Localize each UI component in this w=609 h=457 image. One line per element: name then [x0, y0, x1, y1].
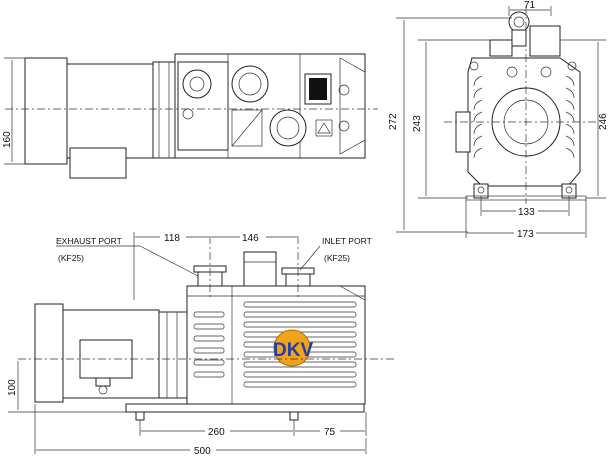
- dim-front-100: 100: [7, 361, 126, 413]
- dim-side-133: 133: [480, 196, 570, 218]
- dim-100-label: 100: [7, 379, 18, 396]
- front-oil-cap: [243, 251, 277, 287]
- dim-118-label: 118: [164, 233, 180, 244]
- inlet-port-spec: (KF25): [324, 253, 350, 263]
- dim-front-146: 146: [211, 233, 297, 244]
- dim-133-label: 133: [518, 207, 535, 218]
- top-motor-body: [24, 57, 68, 165]
- dkv-logo-text: DKV: [273, 340, 313, 361]
- top-motor-terminal-box: [69, 147, 127, 179]
- top-coupling: [152, 61, 176, 159]
- front-view: DKV EXHAUST PORT (KF25) INLET PORT (KF25…: [7, 232, 396, 457]
- dim-246-label: 246: [598, 113, 609, 130]
- side-view: 71 272 243 246 133: [388, 0, 609, 240]
- dim-side-71: 71: [508, 0, 552, 16]
- dim-top-height: 160: [2, 57, 25, 165]
- dim-173-label: 173: [517, 229, 534, 240]
- top-motor-housing: [66, 63, 154, 159]
- dim-243-label: 243: [412, 115, 423, 132]
- front-base-plate: [125, 403, 365, 413]
- inlet-port-label: INLET PORT: [322, 236, 372, 246]
- dim-272-label: 272: [388, 113, 399, 130]
- side-inlet-block: [529, 25, 561, 57]
- exhaust-port-label: EXHAUST PORT: [56, 236, 122, 246]
- dkv-logo: DKV: [273, 329, 313, 367]
- dim-side-173: 173: [465, 200, 587, 240]
- top-inlet-port: [231, 65, 269, 103]
- dim-260-label: 260: [208, 427, 225, 438]
- dim-front-75: 75: [295, 427, 365, 438]
- front-motor-end: [34, 303, 64, 403]
- top-view: 160: [2, 53, 378, 179]
- front-coupling: [158, 311, 188, 399]
- front-terminal-box: [79, 339, 133, 379]
- exhaust-port-spec: (KF25): [58, 253, 84, 263]
- dim-front-118: 118: [133, 232, 209, 300]
- dim-side-243: 243: [412, 39, 490, 199]
- dim-front-260: 260: [139, 412, 367, 438]
- dim-front-500: 500: [34, 404, 367, 457]
- dim-500-label: 500: [194, 446, 211, 457]
- dim-71-label: 71: [524, 0, 536, 11]
- dim-146-label: 146: [242, 233, 259, 244]
- dim-side-272: 272: [388, 17, 512, 233]
- top-exhaust-port: [182, 69, 212, 99]
- dim-side-246: 246: [560, 39, 609, 199]
- dim-75-label: 75: [324, 427, 336, 438]
- dim-160-label: 160: [2, 131, 13, 148]
